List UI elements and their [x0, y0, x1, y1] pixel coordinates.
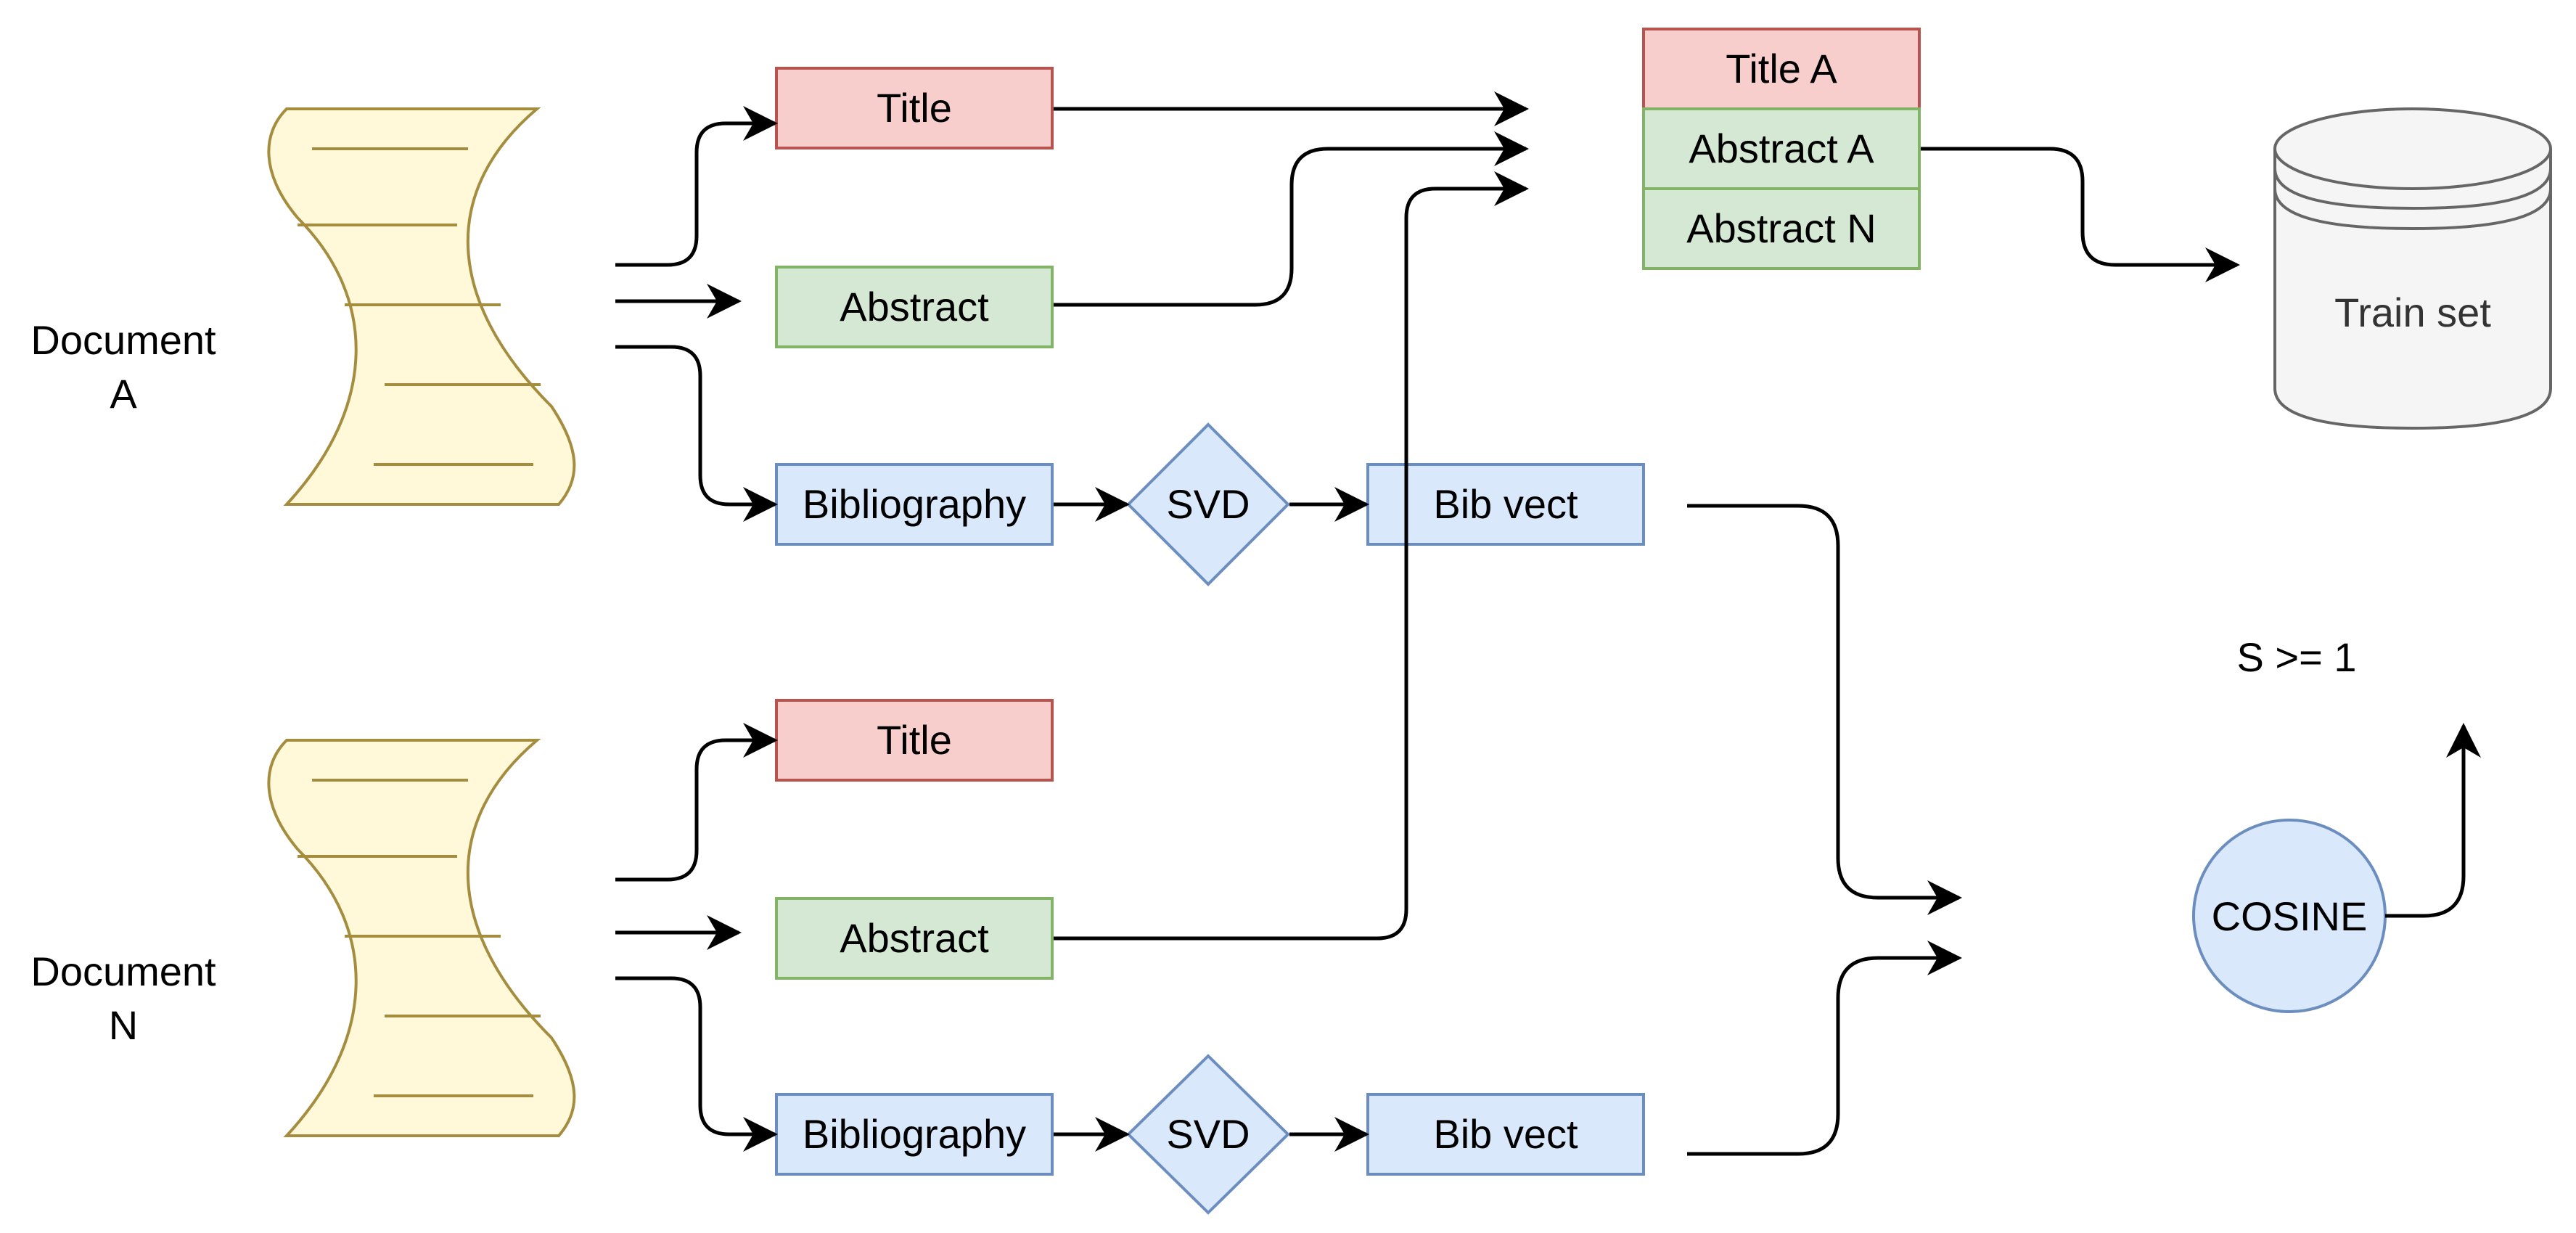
edge-doc-n-to-title: [615, 723, 778, 882]
stack-title-cell: Title A: [1642, 28, 1921, 110]
stack-abstract-n-cell: Abstract N: [1642, 187, 1921, 270]
doc-a-bibliography-label: Bibliography: [803, 481, 1026, 527]
doc-a-bib-vect-box: Bib vect: [1366, 463, 1645, 546]
cylinder-body: [2273, 149, 2552, 430]
cylinder-ring-1: [2273, 168, 2552, 210]
edge-abstract-n-to-stack: [1054, 171, 1529, 941]
doc-a-abstract-box: Abstract: [775, 266, 1054, 348]
doc-a-title-label: Title: [877, 85, 952, 131]
document-a-label-line2: A: [110, 371, 137, 417]
document-a-shape: [267, 107, 576, 506]
training-pair-stack: Title A Abstract A Abstract N: [1642, 28, 1921, 270]
cylinder-ring-2: [2273, 188, 2552, 231]
document-a: Document A: [30, 107, 576, 506]
train-set-cylinder: Train set: [2273, 107, 2552, 430]
document-a-lines: [298, 147, 541, 466]
edge-doc-n-to-bibliography: [615, 976, 778, 1152]
document-n: Document N: [30, 739, 576, 1137]
doc-n-abstract-box: Abstract: [775, 897, 1054, 980]
doc-a-svd-label: SVD: [1166, 481, 1250, 527]
stack-abstract-n-label: Abstract N: [1686, 205, 1876, 251]
cosine-label: COSINE: [2212, 893, 2368, 939]
doc-n-svd-diamond: SVD: [1126, 1054, 1290, 1215]
doc-a-svd-diamond: SVD: [1126, 422, 1290, 586]
doc-n-bibliography-label: Bibliography: [803, 1111, 1026, 1157]
edge-doc-a-to-title: [615, 106, 778, 267]
document-n-shape: [267, 739, 576, 1137]
cylinder-top: [2273, 107, 2552, 190]
connectors: [615, 91, 2240, 1156]
doc-n-bibliography-box: Bibliography: [775, 1093, 1054, 1176]
doc-n-abstract-label: Abstract: [840, 915, 989, 961]
stack-abstract-a-cell: Abstract A: [1642, 107, 1921, 190]
doc-n-title-box: Title: [775, 699, 1054, 782]
edge-abstract-a-to-stack: [1054, 131, 1529, 307]
edge-doc-a-to-bibliography: [615, 345, 778, 522]
doc-a-bib-vect-label: Bib vect: [1433, 481, 1578, 527]
edge-bibvect-a-to-cosine: [1687, 504, 1962, 915]
document-n-label-line2: N: [109, 1002, 138, 1048]
stack-abstract-a-label: Abstract A: [1689, 126, 1874, 171]
stack-title-label: Title A: [1726, 46, 1837, 91]
doc-a-abstract-label: Abstract: [840, 284, 989, 329]
doc-a-title-box: Title: [775, 67, 1054, 149]
document-n-label-line1: Document: [30, 949, 216, 994]
doc-n-svd-label: SVD: [1166, 1111, 1250, 1157]
doc-a-bibliography-box: Bibliography: [775, 463, 1054, 546]
document-n-lines: [298, 779, 541, 1097]
similarity-condition-label: S >= 1: [2236, 634, 2356, 680]
edge-bibvect-n-to-cosine: [1687, 941, 1962, 1156]
doc-n-bib-vect-box: Bib vect: [1366, 1093, 1645, 1176]
document-a-label-line1: Document: [30, 317, 216, 363]
edge-stack-to-trainset: [1921, 147, 2240, 282]
train-set-label: Train set: [2334, 290, 2491, 335]
edge-cosine-output-only: [2385, 723, 2481, 918]
doc-n-title-label: Title: [877, 717, 952, 763]
doc-n-bib-vect-label: Bib vect: [1433, 1111, 1578, 1157]
cosine-node: COSINE: [2192, 819, 2387, 1013]
